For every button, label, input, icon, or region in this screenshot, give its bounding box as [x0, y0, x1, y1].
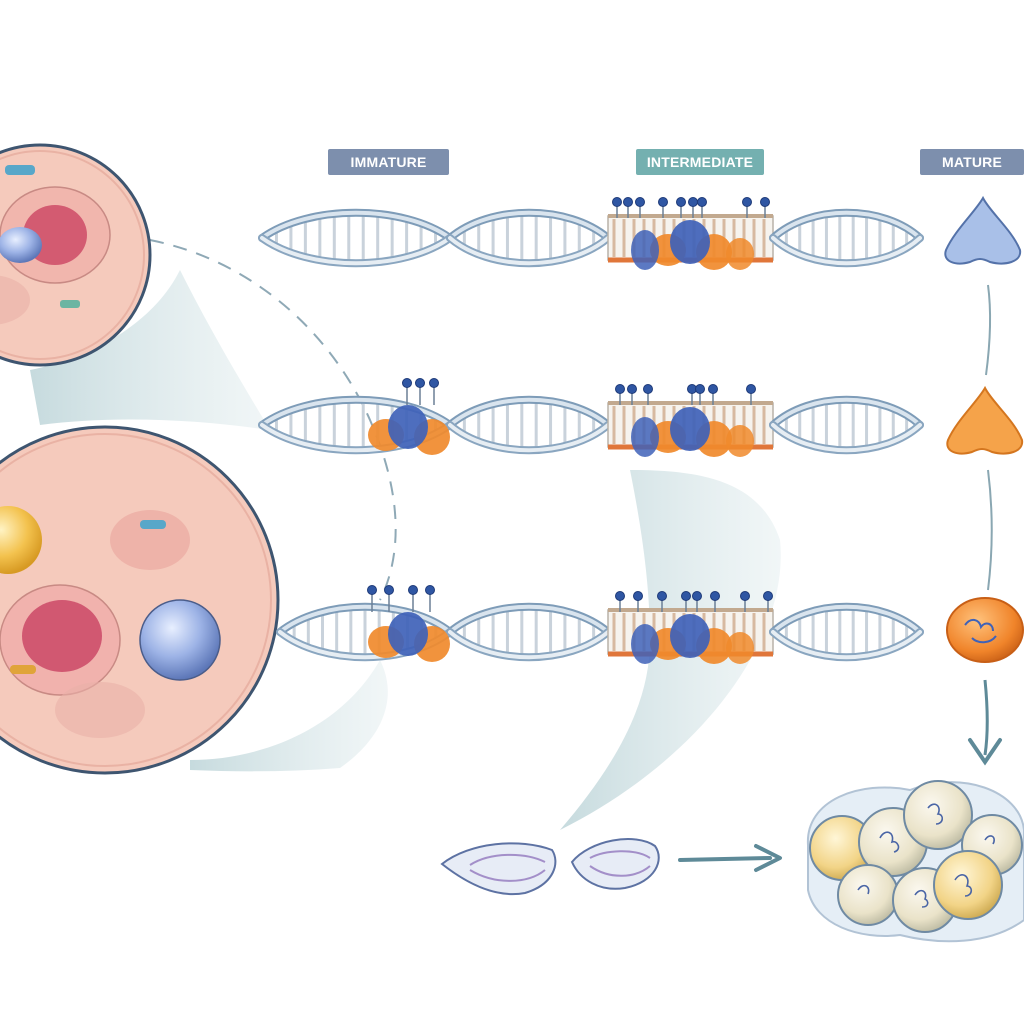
helix-row-3	[276, 585, 924, 664]
mature-cell-cluster	[806, 780, 1024, 943]
stage-label-immature: IMMATURE	[328, 149, 449, 175]
vesicle-2	[570, 838, 660, 890]
mature-connector-1	[985, 284, 992, 376]
lollipop-marker-icon	[740, 591, 750, 612]
lollipop-marker-icon	[643, 384, 653, 405]
lollipop-marker-icon	[627, 384, 637, 405]
lollipop-marker-icon	[695, 384, 705, 405]
lollipop-marker-icon	[429, 378, 439, 405]
lollipop-marker-icon	[367, 585, 377, 612]
mature-protein-orange	[946, 385, 1024, 455]
dashed-connector	[149, 239, 397, 601]
lollipop-marker-icon	[692, 591, 702, 612]
helix-rows	[258, 197, 924, 664]
lollipop-marker-icon	[658, 197, 668, 218]
lollipop-marker-icon	[402, 378, 412, 405]
lollipop-marker-icon	[615, 384, 625, 405]
arrow-down-icon	[968, 738, 1002, 766]
lollipop-marker-icon	[687, 384, 697, 405]
lollipop-marker-icon	[760, 197, 770, 218]
lollipop-marker-icon	[763, 591, 773, 612]
lollipop-marker-icon	[408, 585, 418, 612]
flow-ribbon-left	[30, 270, 270, 430]
vesicle-1	[440, 842, 557, 896]
lollipop-marker-icon	[697, 197, 707, 218]
lollipop-marker-icon	[615, 591, 625, 612]
lollipop-marker-icon	[425, 585, 435, 612]
stage-label-intermediate: INTERMEDIATE	[636, 149, 764, 175]
lollipop-marker-icon	[676, 197, 686, 218]
stage-label-mature: MATURE	[920, 149, 1024, 175]
lollipop-marker-icon	[415, 378, 425, 405]
lollipop-marker-icon	[635, 197, 645, 218]
mature-connector-2	[987, 469, 993, 591]
protein-complex	[368, 612, 450, 662]
mature-protein-blue	[944, 195, 1022, 265]
lollipop-marker-icon	[612, 197, 622, 218]
protein-complex	[631, 407, 754, 457]
cell-immature-top	[0, 143, 152, 367]
lollipop-marker-icon	[623, 197, 633, 218]
protein-complex	[631, 614, 754, 664]
lollipop-marker-icon	[681, 591, 691, 612]
lollipop-marker-icon	[708, 384, 718, 405]
lollipop-marker-icon	[384, 585, 394, 612]
protein-complex	[368, 405, 450, 455]
mature-connector-3	[983, 679, 989, 756]
flow-ribbon-bottom-left	[190, 660, 388, 772]
mature-protein-orange-blob	[946, 597, 1024, 663]
helix-row-2	[258, 378, 924, 457]
lollipop-marker-icon	[742, 197, 752, 218]
lollipop-marker-icon	[710, 591, 720, 612]
lollipop-marker-icon	[633, 591, 643, 612]
cell-immature-bottom	[0, 425, 280, 775]
arrow-right-icon	[678, 844, 782, 872]
helix-row-1	[258, 197, 924, 270]
lollipop-marker-icon	[657, 591, 667, 612]
lollipop-marker-icon	[746, 384, 756, 405]
protein-complex	[631, 220, 754, 270]
